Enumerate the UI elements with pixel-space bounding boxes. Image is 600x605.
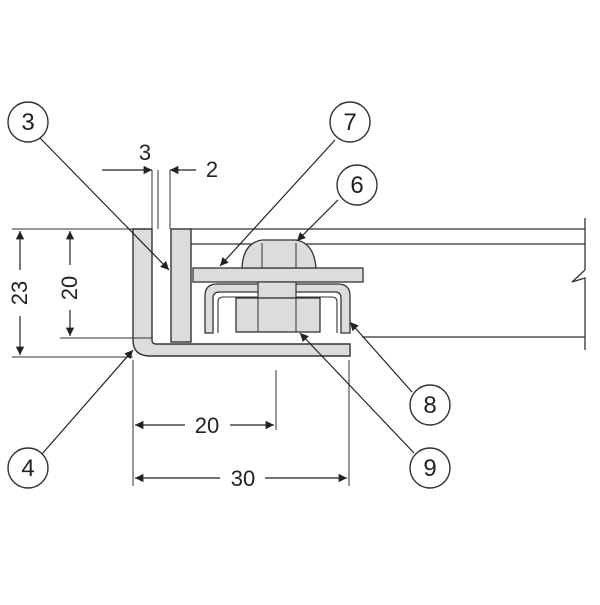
- dim-height-20: 20: [57, 276, 82, 300]
- callout-8: 8: [409, 384, 451, 426]
- dim-gap-2: 2: [206, 157, 218, 182]
- extension-lines: [12, 170, 350, 486]
- dim-gap-3: 3: [139, 140, 151, 165]
- callout-7: 7: [329, 101, 371, 143]
- l-profile-part-4: [132, 228, 351, 357]
- channel-part-8: [204, 283, 351, 334]
- callout-6-label: 6: [350, 172, 363, 199]
- callout-6: 6: [336, 164, 378, 206]
- callout-9: 9: [409, 447, 451, 489]
- nut-part-9: [235, 297, 321, 333]
- callout-8-label: 8: [423, 392, 436, 419]
- dim-width-20: 20: [195, 413, 219, 438]
- bolt-head-part-6: [241, 239, 317, 269]
- clamp-plate-part-7: [192, 267, 364, 283]
- dim-width-30: 30: [231, 466, 255, 491]
- upright-part-3: [170, 228, 192, 343]
- leader-lines: [39, 137, 415, 455]
- dimension-arrows: [15, 165, 347, 483]
- callout-3-label: 3: [21, 109, 34, 136]
- callout-7-label: 7: [343, 109, 356, 136]
- callout-4: 4: [7, 447, 49, 489]
- callout-9-label: 9: [423, 455, 436, 482]
- callout-3: 3: [7, 101, 49, 143]
- callout-4-label: 4: [21, 455, 34, 482]
- dim-height-23: 23: [7, 281, 32, 305]
- bolt-shank: [257, 281, 297, 299]
